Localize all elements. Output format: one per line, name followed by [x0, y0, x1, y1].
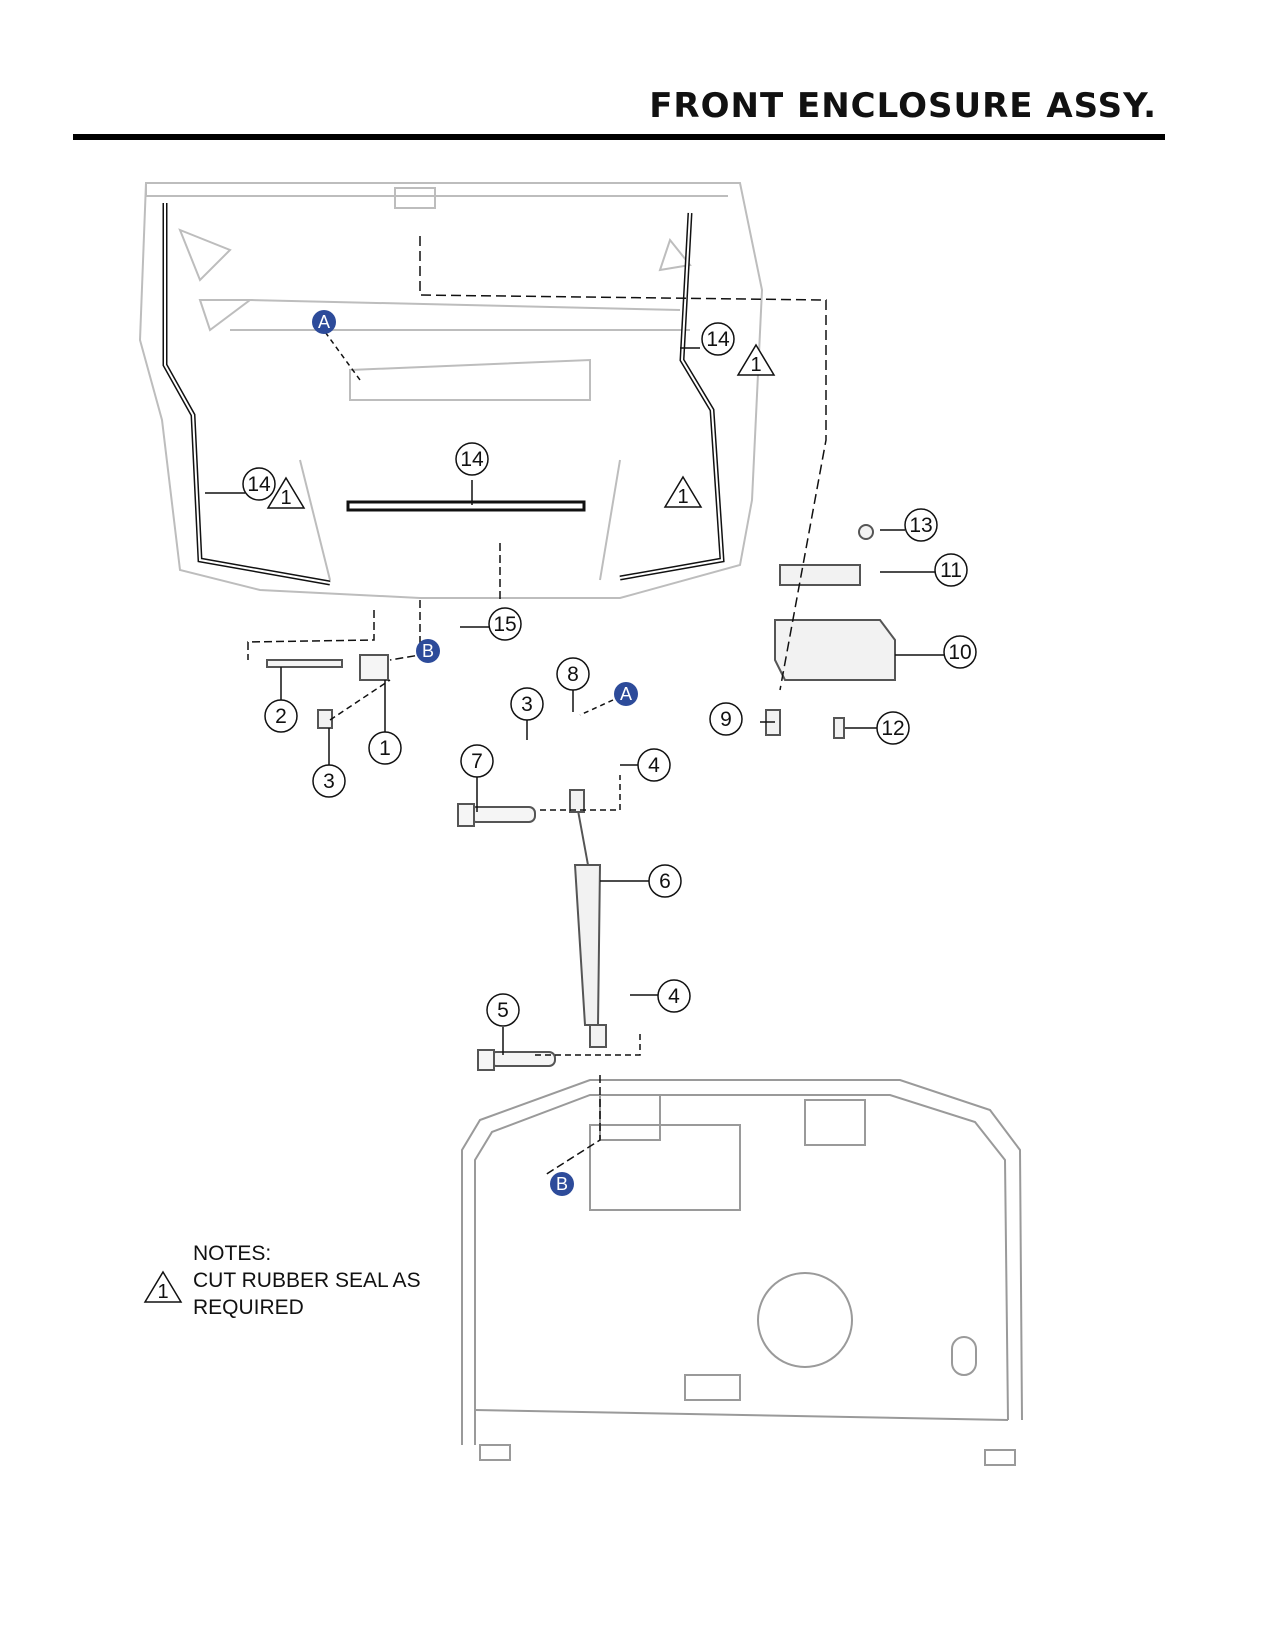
rubber-seal: [162, 203, 725, 586]
svg-text:A: A: [620, 684, 632, 704]
svg-text:1: 1: [280, 487, 291, 509]
svg-text:4: 4: [648, 754, 660, 777]
note-triangle: 1: [663, 475, 703, 508]
reference-marker-a: A: [312, 310, 336, 334]
note-line-2: REQUIRED: [193, 1296, 304, 1319]
gas-strut: [569, 789, 607, 1048]
callout: 12: [876, 711, 910, 745]
svg-text:1: 1: [379, 737, 391, 760]
callout: 15: [488, 607, 522, 641]
svg-text:B: B: [556, 1174, 568, 1194]
reference-marker-a: A: [614, 682, 638, 706]
callout: 13: [904, 508, 938, 542]
notes-triangle-icon: 1: [143, 1270, 183, 1303]
notes-heading: NOTES:: [193, 1242, 272, 1265]
page-title: FRONT ENCLOSURE ASSY.: [649, 86, 1157, 126]
title-rule: [73, 134, 1165, 140]
note-line-1: CUT RUBBER SEAL AS: [193, 1269, 421, 1292]
svg-text:5: 5: [497, 999, 509, 1022]
callout: 1: [368, 731, 402, 765]
svg-text:1: 1: [677, 486, 688, 508]
svg-text:2: 2: [275, 705, 287, 728]
svg-text:10: 10: [948, 641, 971, 664]
svg-text:4: 4: [668, 985, 680, 1008]
svg-text:6: 6: [659, 870, 671, 893]
svg-text:3: 3: [521, 693, 533, 716]
callout: 3: [510, 687, 544, 721]
callout: 5: [486, 993, 520, 1027]
svg-text:12: 12: [881, 717, 904, 740]
callout: 7: [460, 744, 494, 778]
svg-text:11: 11: [940, 559, 962, 582]
svg-text:B: B: [422, 641, 434, 661]
notes-block: NOTES: CUT RUBBER SEAL AS REQUIRED: [193, 1240, 421, 1321]
callout: 4: [637, 748, 671, 782]
lower-enclosure-panel: [461, 1079, 1023, 1466]
svg-text:14: 14: [706, 328, 730, 351]
callout: 8: [556, 657, 590, 691]
svg-text:13: 13: [909, 514, 932, 537]
svg-text:14: 14: [460, 448, 484, 471]
callout: 4: [657, 979, 691, 1013]
upper-enclosure-panel: [138, 182, 764, 599]
hardware: [317, 524, 896, 739]
svg-text:3: 3: [323, 770, 335, 793]
reference-marker-b: B: [550, 1172, 574, 1196]
rubber-seal-inner: [164, 203, 724, 584]
svg-text:1: 1: [157, 1281, 168, 1303]
callout: 14: [242, 467, 276, 501]
center-seal-strip: [346, 500, 586, 512]
svg-text:14: 14: [247, 473, 271, 496]
callout: 9: [709, 702, 743, 736]
svg-text:15: 15: [493, 613, 516, 636]
callout: 14: [701, 322, 735, 356]
callout: 2: [264, 699, 298, 733]
svg-text:8: 8: [567, 663, 579, 686]
callout: 14: [455, 442, 489, 476]
callout: 3: [312, 764, 346, 798]
leader-lines: [205, 236, 944, 1176]
callout: 6: [648, 864, 682, 898]
svg-text:A: A: [318, 312, 330, 332]
callout: 11: [934, 553, 968, 587]
svg-text:9: 9: [720, 708, 732, 731]
callout: 10: [943, 635, 977, 669]
svg-text:7: 7: [471, 750, 483, 773]
note-triangle: 1: [266, 476, 306, 509]
reference-marker-b: B: [416, 639, 440, 663]
note-triangle: 1: [736, 343, 776, 376]
svg-text:1: 1: [750, 354, 761, 376]
